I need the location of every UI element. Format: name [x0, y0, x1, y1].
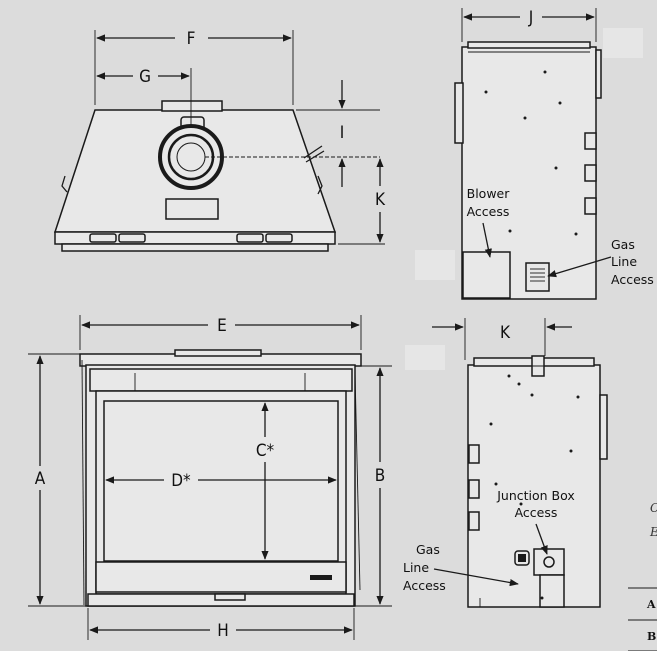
dimension-e: E	[79, 315, 362, 350]
front-view	[79, 349, 362, 607]
table-row-a-label: A	[646, 598, 656, 611]
dimension-label-f: F	[187, 29, 196, 49]
dimension-label-k-side: K	[500, 323, 511, 343]
dimension-label-c: C*	[256, 441, 275, 461]
junction-box-line1: Junction Box	[496, 488, 575, 503]
gas-line-side-line3: Access	[403, 578, 446, 593]
top-view	[53, 100, 380, 252]
dimension-label-j: J	[528, 8, 534, 28]
dimension-b: B	[355, 365, 392, 607]
junction-box-line2: Access	[515, 505, 558, 520]
dimension-g: G	[96, 67, 192, 125]
dimension-label-d: D*	[171, 471, 191, 491]
gas-line-rear-line3: Access	[611, 272, 654, 287]
dimension-j: J	[461, 8, 597, 42]
dimension-i: I	[296, 80, 380, 187]
gas-line-access-side-callout: Gas Line Access	[403, 542, 519, 593]
dimension-k-top: K	[338, 158, 386, 245]
dimension-c: C*	[256, 402, 275, 560]
gas-line-side-line2: Line	[403, 560, 429, 575]
dimension-a: A	[28, 353, 86, 607]
table-row-b-label: B	[647, 630, 656, 643]
dimension-h: H	[87, 608, 355, 641]
dimension-label-e: E	[217, 316, 227, 336]
dimension-k-side: K	[432, 318, 572, 360]
blower-access-callout: Blower Access	[467, 186, 511, 258]
cropped-text-line1: C	[650, 501, 657, 515]
cropped-text-line2: E	[649, 525, 657, 539]
dimension-label-a: A	[35, 469, 46, 489]
gas-line-access-rear-callout: Gas Line Access	[547, 237, 654, 287]
dimension-label-h: H	[217, 621, 229, 641]
cropped-edge-text: C E A B	[628, 501, 657, 651]
dimension-f: F	[94, 29, 294, 105]
rear-view	[454, 41, 602, 300]
dimension-label-b: B	[375, 466, 386, 486]
dimension-d: D*	[105, 471, 337, 491]
gas-line-rear-line1: Gas	[611, 237, 635, 252]
dimension-label-i: I	[340, 123, 345, 143]
dimension-label-k-top: K	[375, 190, 386, 210]
gas-line-rear-line2: Line	[611, 254, 637, 269]
junction-box-access-callout: Junction Box Access	[496, 488, 575, 555]
side-view	[467, 355, 608, 608]
blower-access-line2: Access	[467, 204, 510, 219]
blower-access-line1: Blower	[467, 186, 511, 201]
dimension-label-g: G	[139, 67, 151, 87]
gas-line-side-line1: Gas	[416, 542, 440, 557]
